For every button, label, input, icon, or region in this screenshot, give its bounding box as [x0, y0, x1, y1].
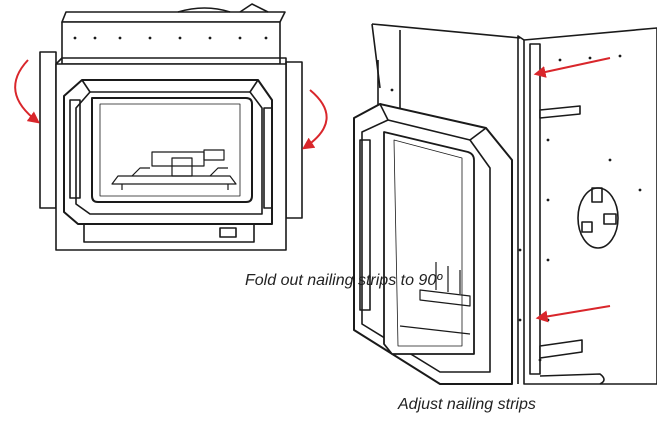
burner-assembly — [111, 149, 237, 190]
fireplace-side-view — [353, 23, 657, 385]
curved-arrow-right-fold — [302, 89, 328, 150]
side-glass-window — [383, 131, 475, 355]
side-nailing-strip — [529, 43, 541, 375]
caption-fold-out: Fold out nailing strips to 90º — [245, 272, 443, 289]
fireplace-front-view — [39, 3, 303, 251]
curved-arrow-left-fold — [14, 59, 40, 124]
straight-arrow-lower — [535, 305, 611, 323]
left-nailing-strip — [39, 51, 57, 209]
right-nailing-strip — [285, 61, 303, 219]
top-hood — [61, 11, 286, 23]
caption-adjust: Adjust nailing strips — [398, 396, 536, 413]
top-box — [61, 21, 281, 65]
straight-arrow-upper — [533, 57, 611, 78]
round-knockout — [577, 187, 619, 249]
